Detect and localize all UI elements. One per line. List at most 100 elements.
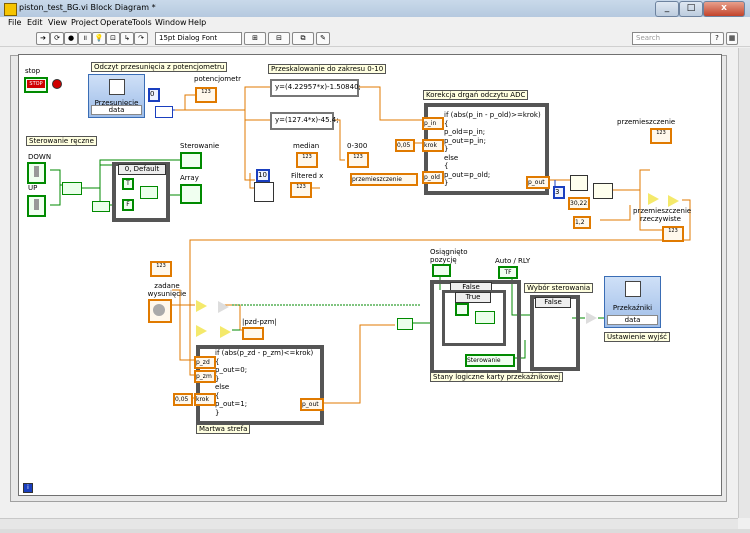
- step-over-icon[interactable]: ↷: [134, 32, 148, 45]
- p-in-terminal[interactable]: p_in: [422, 117, 444, 130]
- p-zd-terminal[interactable]: p_zd: [194, 356, 216, 369]
- abort-icon[interactable]: ●: [64, 32, 78, 45]
- subtract-icon[interactable]: [196, 325, 207, 337]
- menu-edit[interactable]: Edit: [27, 18, 43, 27]
- convert-vi-icon[interactable]: [593, 183, 613, 199]
- menu-operate[interactable]: Operate: [100, 18, 133, 27]
- boolean-to-number-icon[interactable]: [92, 201, 110, 212]
- median-filter-vi-icon[interactable]: [254, 182, 274, 202]
- maximize-button[interactable]: □: [679, 1, 703, 17]
- krok-terminal[interactable]: krok: [422, 139, 444, 152]
- przemieszczenie-local[interactable]: przemieszczenie: [350, 173, 418, 186]
- up-terminal[interactable]: [27, 195, 46, 217]
- window-title: piston_test_BG.vi Block Diagram *: [19, 3, 156, 12]
- constant-krok2[interactable]: 0,05: [173, 393, 193, 406]
- potencjometr-indicator[interactable]: 123: [195, 87, 217, 103]
- zadane-numeric-indicator[interactable]: 123: [150, 261, 172, 277]
- distribute-objects-icon[interactable]: ⊟: [268, 32, 290, 45]
- constant-3022[interactable]: 30,22: [568, 197, 590, 210]
- minimize-button[interactable]: _: [655, 1, 679, 17]
- array-indicator[interactable]: [180, 184, 202, 204]
- p-out-terminal[interactable]: p_out: [526, 176, 550, 189]
- rzeczywiste-indicator[interactable]: 123: [662, 226, 684, 242]
- menu-file[interactable]: File: [8, 18, 22, 27]
- case-selector-default[interactable]: 0, Default: [118, 164, 166, 175]
- przemieszczenie-indicator[interactable]: 123: [650, 128, 672, 144]
- reorder-icon[interactable]: ⧉: [292, 32, 314, 45]
- toolbar: ➔ ⟳ ● ॥ 💡 ⊡ ↳ ↷ 15pt Dialog Font ⊞ ⊟ ⧉ ✎…: [0, 30, 750, 47]
- horizontal-scrollbar[interactable]: [0, 518, 738, 530]
- formula1-node[interactable]: y=(4.22957*x)-1.50840;: [270, 79, 361, 97]
- range-indicator[interactable]: 123: [347, 152, 369, 168]
- abs-icon[interactable]: [220, 326, 231, 338]
- constant-12[interactable]: 1,2: [573, 216, 591, 229]
- align-objects-icon[interactable]: ⊞: [244, 32, 266, 45]
- block-diagram-canvas[interactable]: [18, 54, 722, 496]
- zadane-knob-terminal[interactable]: [148, 299, 172, 323]
- median-indicator[interactable]: 123: [296, 152, 318, 168]
- menu-project[interactable]: Project: [71, 18, 99, 27]
- sterowanie-indicator[interactable]: [180, 152, 202, 169]
- run-continuously-icon[interactable]: ⟳: [50, 32, 64, 45]
- cleanup-diagram-icon[interactable]: ✎: [316, 32, 330, 45]
- down-terminal[interactable]: [27, 162, 46, 184]
- not-output-icon[interactable]: [586, 312, 597, 324]
- formula2-node[interactable]: y=(127.4*x)-45.4;: [270, 112, 339, 130]
- compare-icon[interactable]: [196, 300, 207, 312]
- build-array-icon[interactable]: [62, 182, 82, 195]
- krok2-terminal[interactable]: krok: [194, 393, 216, 406]
- constant-krok[interactable]: 0,05: [395, 139, 415, 152]
- wire: [612, 169, 650, 191]
- pause-icon[interactable]: ॥: [78, 32, 92, 45]
- sterowanie-label: Sterowanie: [180, 142, 220, 150]
- true-constant-inner[interactable]: [455, 303, 469, 316]
- sterowanie-local[interactable]: Sterowanie: [465, 354, 515, 367]
- round-vi-icon[interactable]: [570, 175, 588, 191]
- filtered-label: Filtered x: [291, 172, 324, 180]
- multiply-icon[interactable]: [648, 193, 659, 205]
- auto-rly-terminal[interactable]: TF: [498, 266, 518, 279]
- przesuniecie-express-vi[interactable]: Przesunięcie data: [88, 74, 145, 118]
- help-icon[interactable]: ?: [710, 32, 724, 45]
- false-constant[interactable]: F: [122, 199, 134, 211]
- menu-window[interactable]: Window: [155, 18, 187, 27]
- true-constant[interactable]: T: [122, 178, 134, 190]
- loop-iteration-icon[interactable]: i: [23, 483, 33, 493]
- case-structure-inner[interactable]: [442, 290, 506, 346]
- constant-ten[interactable]: 10: [256, 169, 270, 182]
- loop-condition-icon[interactable]: [52, 79, 62, 89]
- highlight-execution-icon[interactable]: 💡: [92, 32, 106, 45]
- menu-view[interactable]: View: [48, 18, 67, 27]
- font-select[interactable]: 15pt Dialog Font: [155, 32, 242, 45]
- wire: [172, 94, 195, 111]
- sterowanie-reczne-label: Sterowanie ręczne: [26, 136, 97, 146]
- constant-three[interactable]: 3: [553, 186, 565, 199]
- p-old-terminal[interactable]: p_old: [422, 171, 444, 184]
- case-selector-false2[interactable]: False: [535, 297, 571, 308]
- przekazniki-express-vi[interactable]: Przekaźniki data: [604, 276, 661, 328]
- pzd-pzm-indicator[interactable]: [242, 327, 264, 340]
- bool-convert-icon[interactable]: [397, 318, 413, 330]
- constant-zero[interactable]: 0: [148, 88, 160, 102]
- array-constant-icon[interactable]: [140, 186, 158, 199]
- index-array-icon[interactable]: [155, 106, 173, 118]
- martwa-formula-node[interactable]: if (abs(p_zd - p_zm)<=krok) { p_out=0; }…: [196, 345, 324, 425]
- menu-tools[interactable]: Tools: [132, 18, 152, 27]
- stop-terminal[interactable]: STOP: [24, 77, 48, 93]
- case-selector-true[interactable]: True: [455, 292, 491, 303]
- add-icon[interactable]: [668, 195, 679, 207]
- vertical-scrollbar[interactable]: [738, 48, 750, 518]
- close-button[interactable]: x: [703, 1, 745, 17]
- step-into-icon[interactable]: ↳: [120, 32, 134, 45]
- p-out2-terminal[interactable]: p_out: [300, 398, 324, 411]
- stany-label: Stany logiczne karty przekaźnikowej: [430, 372, 564, 382]
- retain-wire-values-icon[interactable]: ⊡: [106, 32, 120, 45]
- osiagnieto-indicator[interactable]: [432, 264, 451, 277]
- run-arrow-icon[interactable]: ➔: [36, 32, 50, 45]
- array-constant-inner-icon[interactable]: [475, 311, 495, 324]
- menu-help[interactable]: Help: [188, 18, 207, 27]
- not-icon[interactable]: [218, 301, 229, 313]
- switch-icon: [34, 199, 39, 210]
- filtered-indicator[interactable]: 123: [290, 182, 312, 198]
- p-zm-terminal[interactable]: p_zm: [194, 370, 216, 383]
